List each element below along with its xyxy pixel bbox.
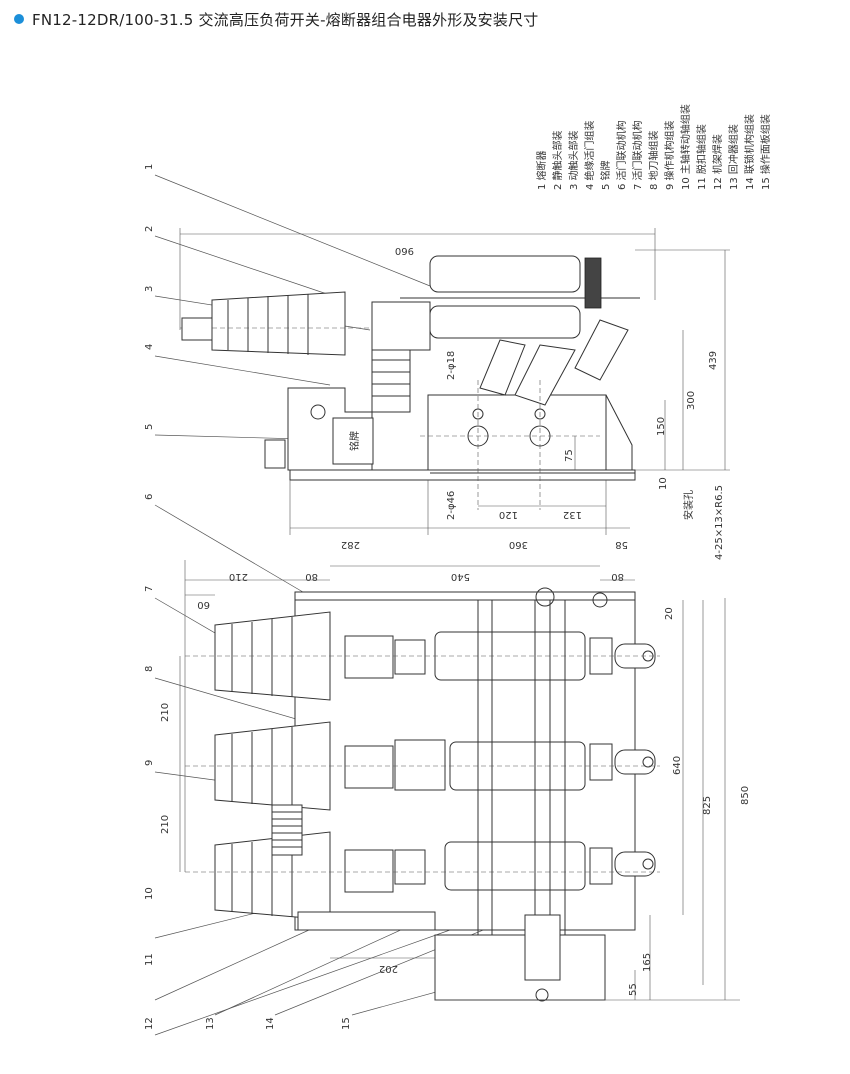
parts-legend: 1 熔断器 2 静触头部装 3 动触头部装 4 绝缘活门组装 5 铭牌 6 活门… — [535, 104, 772, 190]
top-dimensions: 960 439 300 150 75 10 120 132 282 360 58… — [179, 228, 730, 560]
dim-439: 439 — [708, 351, 719, 370]
dim-210-low: 210 — [160, 815, 171, 834]
mounting-hole-spec: 4-25×13×R6.5 — [714, 485, 725, 560]
moving-contact-block — [371, 301, 431, 351]
operating-link-2 — [514, 344, 576, 406]
dim-120: 120 — [499, 509, 518, 520]
callout-15: 15 — [341, 1017, 352, 1030]
insulator-post — [371, 349, 411, 413]
callout-2: 2 — [144, 226, 155, 232]
dim-282: 282 — [341, 539, 360, 550]
dim-132: 132 — [563, 509, 582, 520]
legend-item-15: 15 操作面板组装 — [759, 114, 772, 190]
dim-202: 202 — [379, 963, 398, 974]
dim-960: 960 — [395, 245, 414, 256]
callout-14: 14 — [265, 1017, 276, 1030]
callout-10: 10 — [144, 887, 155, 900]
legend-item-4: 4 绝缘活门组装 — [583, 120, 596, 190]
legend-item-7: 7 活门联动机构 — [631, 120, 644, 190]
mounting-hole-label: 安装孔 — [682, 490, 695, 520]
plan-view — [185, 587, 660, 1002]
legend-item-14: 14 联锁机构组装 — [743, 114, 756, 190]
dim-58: 58 — [615, 539, 628, 550]
callout-9: 9 — [144, 760, 155, 766]
bottom-dimensions: 210 80 540 80 60 20 210 210 640 825 850 … — [160, 560, 751, 1001]
phase-2 — [185, 721, 660, 811]
dim-10: 10 — [658, 477, 669, 490]
callout-7: 7 — [144, 586, 155, 592]
page-title: FN12-12DR/100-31.5 交流高压负荷开关-熔断器组合电器外形及安装… — [32, 10, 539, 29]
dim-60: 60 — [197, 599, 210, 610]
dim-150: 150 — [656, 417, 667, 436]
operating-panel — [434, 934, 606, 1001]
dim-165: 165 — [642, 953, 653, 972]
title-bullet-icon — [14, 14, 24, 24]
callout-numbers: 1 2 3 4 5 6 7 8 9 10 11 12 13 14 15 — [144, 164, 352, 1030]
legend-item-8: 8 地刀轴组装 — [647, 130, 660, 190]
legend-item-10: 10 主轴转动轴组装 — [679, 104, 692, 190]
callout-3: 3 — [144, 286, 155, 292]
dim-640: 640 — [672, 756, 683, 775]
legend-item-6: 6 活门联动机构 — [615, 120, 628, 190]
terminal-block — [181, 317, 213, 341]
dim-360: 360 — [509, 539, 528, 550]
callout-11: 11 — [144, 953, 155, 966]
callout-13: 13 — [205, 1017, 216, 1030]
hole-spec-46: 2-φ46 — [446, 491, 457, 520]
legend-item-12: 12 机架焊装 — [711, 134, 724, 190]
callout-12: 12 — [144, 1017, 155, 1030]
operating-link-1 — [479, 339, 526, 396]
nameplate-label: 铭牌 — [348, 431, 361, 451]
legend-item-13: 13 回冲器组装 — [727, 124, 740, 190]
legend-item-3: 3 动触头部装 — [567, 130, 580, 190]
phase-1 — [185, 611, 660, 701]
legend-item-1: 1 熔断器 — [535, 150, 548, 190]
dim-20: 20 — [664, 607, 675, 620]
side-bracket — [264, 439, 286, 469]
static-contact — [584, 257, 602, 309]
interlock-assembly — [524, 914, 561, 981]
callout-8: 8 — [144, 666, 155, 672]
legend-item-2: 2 静触头部装 — [551, 130, 564, 190]
title-row: FN12-12DR/100-31.5 交流高压负荷开关-熔断器组合电器外形及安装… — [14, 8, 539, 30]
dim-210-mid: 210 — [160, 703, 171, 722]
base-plate — [289, 469, 636, 481]
dim-540: 540 — [451, 571, 470, 582]
fuse-barrel-lower — [429, 305, 581, 339]
dim-75: 75 — [564, 449, 575, 462]
base-rail — [297, 911, 436, 931]
nameplate — [332, 417, 374, 465]
dim-850: 850 — [740, 786, 751, 805]
callout-5: 5 — [144, 424, 155, 430]
dim-210-top: 210 — [229, 571, 248, 582]
dim-825: 825 — [702, 796, 713, 815]
dim-80-left: 80 — [305, 571, 318, 582]
hole-spec-18: 2-φ18 — [446, 351, 457, 380]
side-elevation-view: 铭牌 — [180, 255, 640, 510]
dim-80-right: 80 — [611, 571, 624, 582]
callout-1: 1 — [144, 164, 155, 170]
operating-link-3 — [574, 319, 629, 381]
callout-4: 4 — [144, 344, 155, 350]
top-rail — [294, 591, 636, 601]
dim-55: 55 — [628, 983, 639, 996]
legend-item-5: 5 铭牌 — [599, 160, 612, 190]
dim-300: 300 — [686, 391, 697, 410]
insulator-sheds — [211, 291, 346, 356]
legend-item-9: 9 操作机构组装 — [663, 120, 676, 190]
frame-box — [427, 394, 607, 471]
fuse-barrel-top — [429, 255, 581, 293]
legend-item-11: 11 脱扣轴组装 — [695, 124, 708, 190]
callout-6: 6 — [144, 494, 155, 500]
